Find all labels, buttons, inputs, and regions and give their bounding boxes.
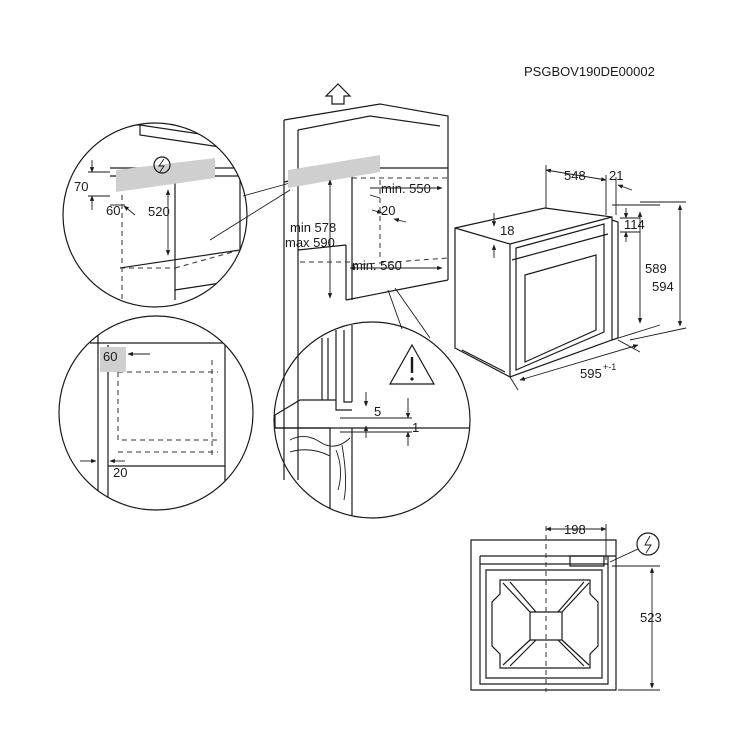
- dim-rear-socket-height: 523: [640, 610, 662, 625]
- oven-drawing: [454, 165, 687, 391]
- dim-left-20: 20: [113, 465, 127, 480]
- detail-top-circle: [62, 122, 248, 308]
- leader-top: [242, 182, 291, 197]
- electric-connection-icon: [153, 156, 171, 174]
- dim-top-70: 70: [74, 179, 88, 194]
- document-code: PSGBOV190DE00002: [524, 64, 655, 79]
- leader-bottom: [387, 289, 403, 330]
- dim-top-520: 520: [148, 204, 170, 219]
- dim-oven-depth: 548: [564, 168, 586, 183]
- detail-bottom-circle: [273, 321, 471, 519]
- dim-cabinet-max-height: max 590: [285, 235, 335, 250]
- electric-connection-icon: [636, 532, 660, 556]
- dim-cabinet-min-width: min. 560: [352, 258, 402, 273]
- dim-oven-front: 21: [609, 168, 623, 183]
- dim-bottom-5: 5: [374, 404, 381, 419]
- dim-oven-total-height: 594: [652, 279, 674, 294]
- dim-oven-panel: 114: [624, 217, 645, 232]
- dim-rear-socket-offset: 198: [564, 522, 586, 537]
- rear-view-drawing: [470, 524, 660, 692]
- dim-oven-width: 595: [580, 366, 602, 381]
- up-arrow-icon: [324, 83, 352, 105]
- cabinet-drawing: [283, 83, 449, 480]
- dim-top-60: 60: [106, 203, 120, 218]
- dim-left-60: 60: [103, 349, 117, 364]
- detail-left-circle: [58, 315, 254, 511]
- dim-oven-top-offset: 18: [500, 223, 514, 238]
- dim-cabinet-vent-gap: 20: [381, 203, 395, 218]
- dim-oven-width-tolerance: +-1: [603, 362, 616, 372]
- dim-bottom-1: 1: [412, 420, 419, 435]
- dim-cabinet-min-depth: min. 550: [381, 181, 431, 196]
- dim-cabinet-min-height: min 578: [290, 220, 336, 235]
- warning-triangle-icon: [388, 343, 436, 385]
- dim-oven-body-height: 589: [645, 261, 667, 276]
